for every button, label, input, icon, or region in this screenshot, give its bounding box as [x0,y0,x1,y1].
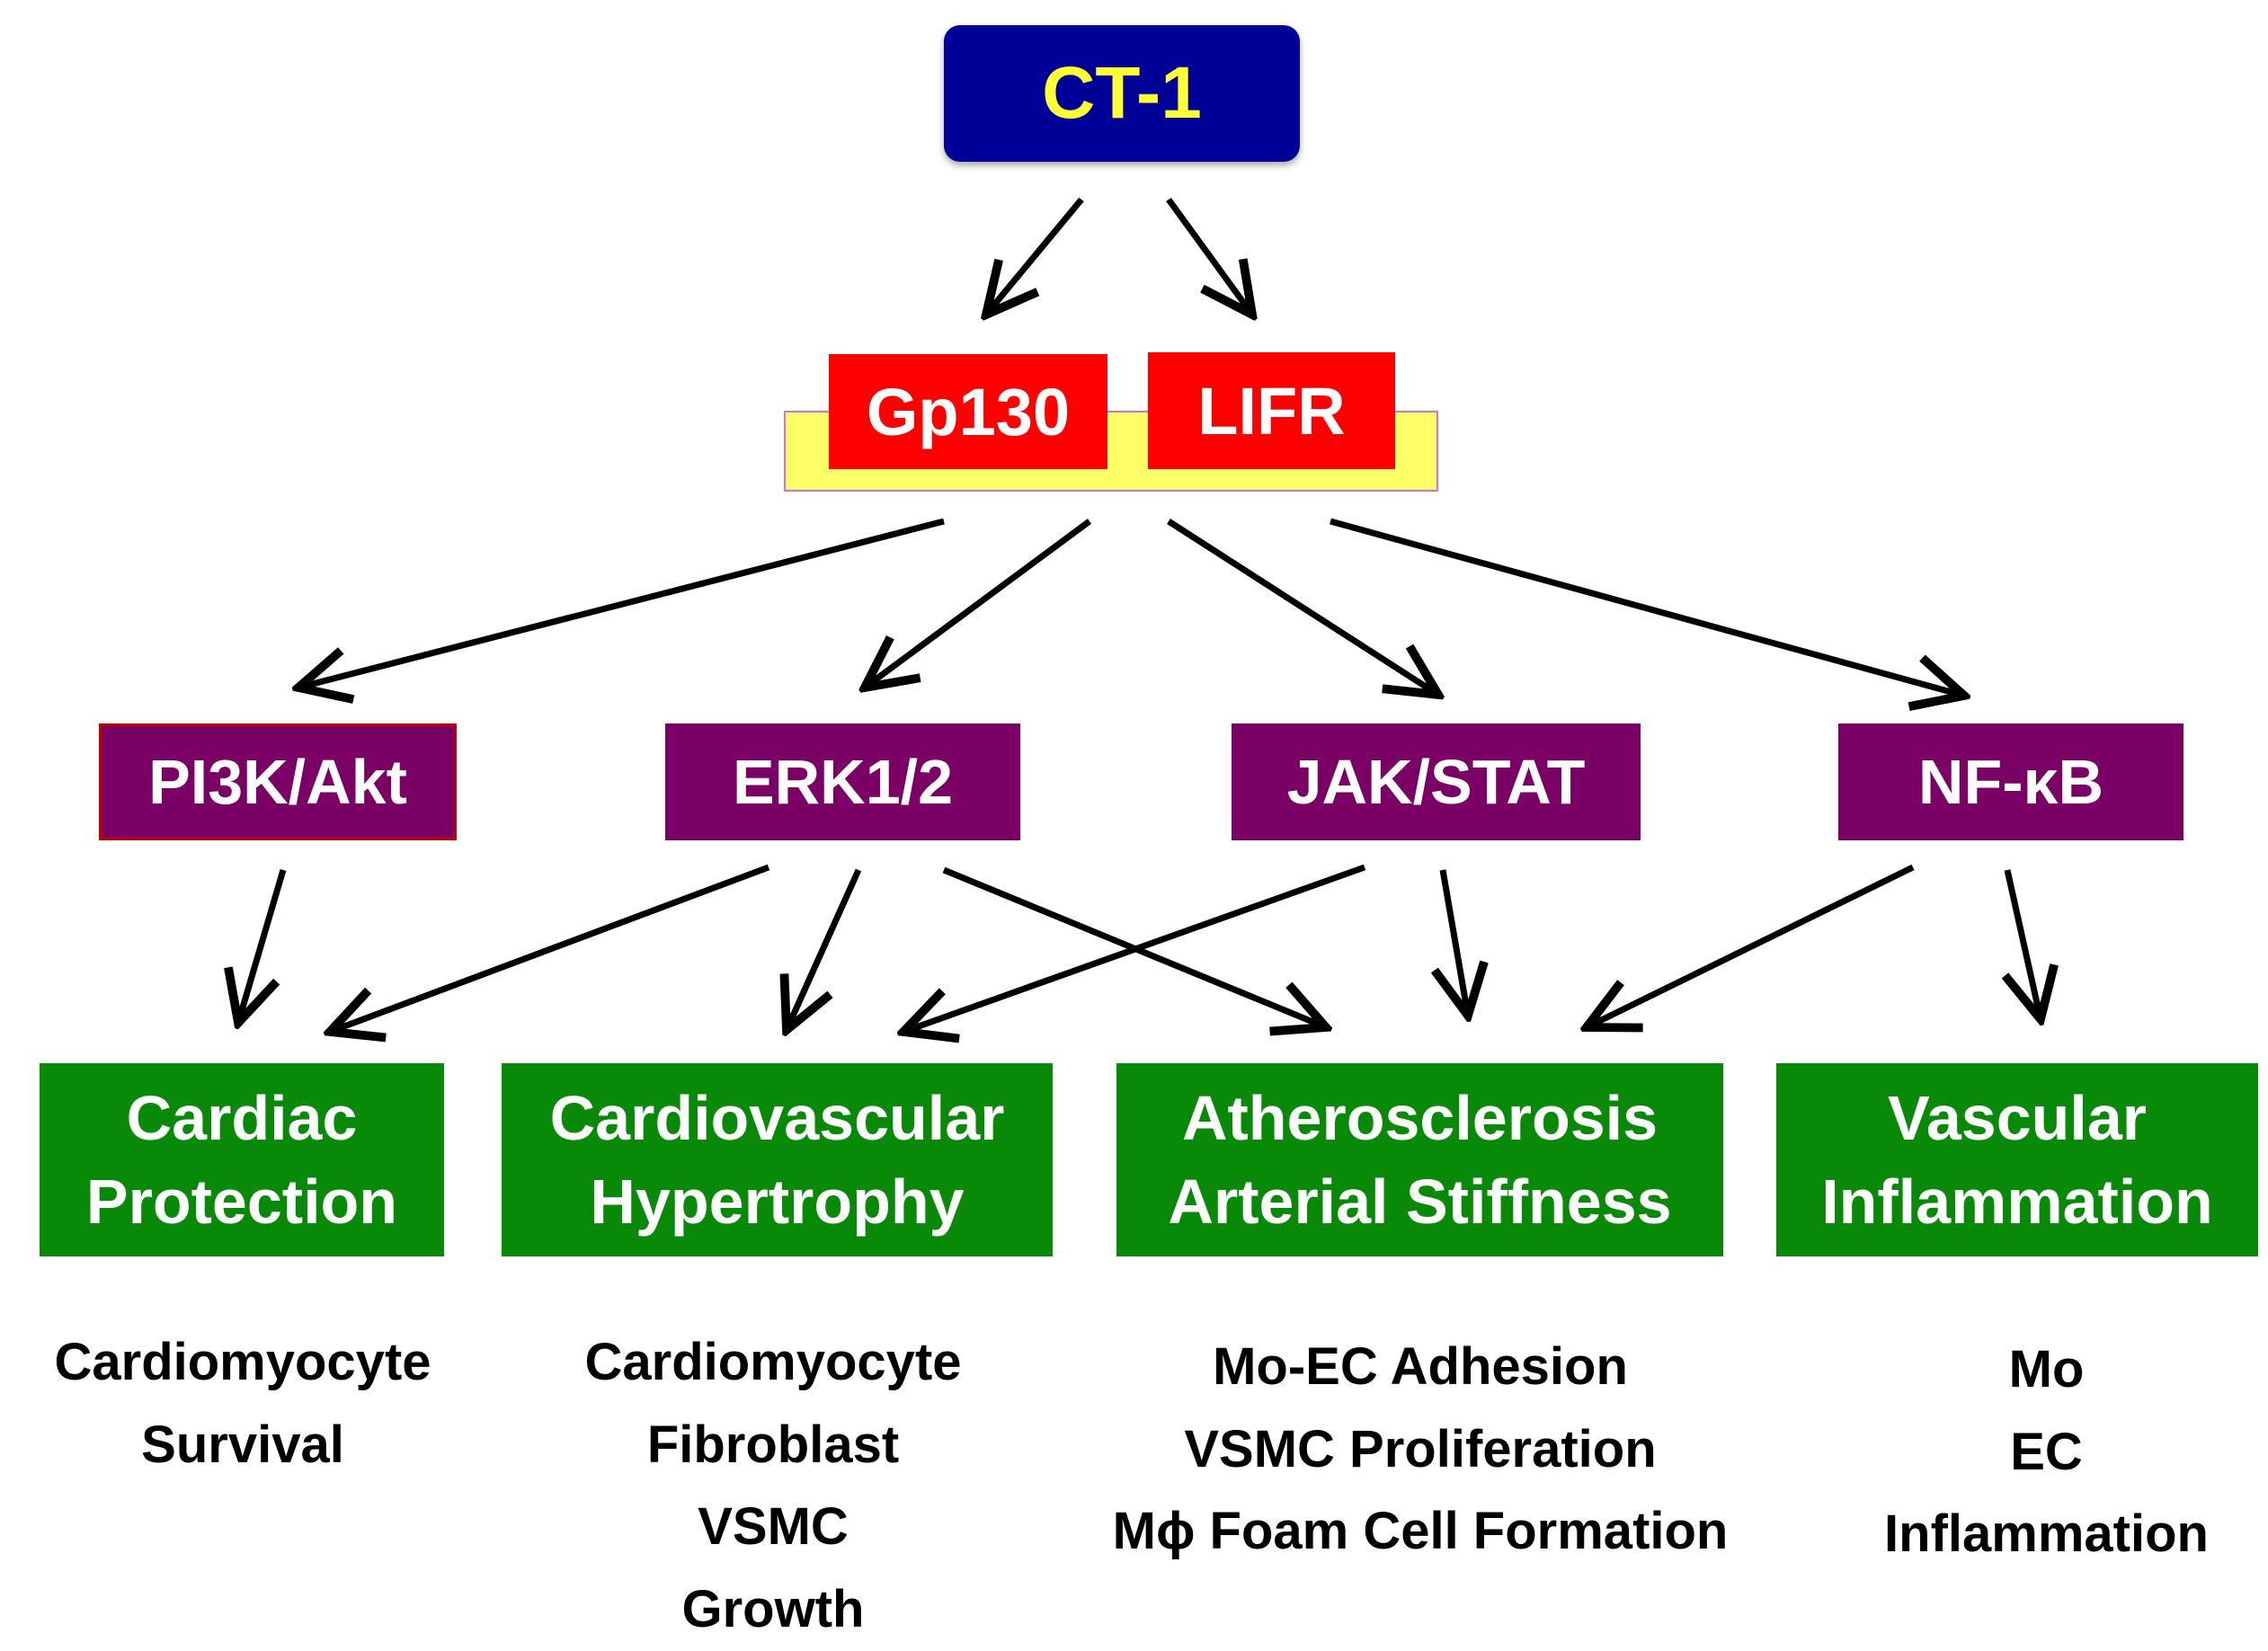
note-line: Mϕ Foam Cell Formation [1112,1502,1729,1561]
note-line: Fibroblast [646,1415,900,1474]
pathway-label: JAK/STAT [1286,747,1586,817]
note-line: Mo [2008,1340,2085,1398]
outcome-line: Hypertrophy [590,1166,965,1237]
arrow-erk-to-cardiac-protection [330,864,770,1032]
arrow-jak-to-hypertrophy [903,864,1366,1032]
pathway-label: ERK1/2 [732,747,954,817]
outcome-line: Atherosclerosis [1181,1083,1659,1154]
note-atherosclerosis: Mo-EC Adhesion VSMC Proliferation Mϕ Foa… [1025,1326,1816,1573]
note-line: Survival [141,1415,344,1474]
arrow-nfkb-to-atherosclerosis [1587,864,1915,1027]
outcome-cardiovascular-hypertrophy: Cardiovascular Hypertrophy [502,1063,1053,1256]
arrow-ct1-to-lifr [1166,197,1252,315]
outcome-line: Inflammation [1821,1166,2213,1237]
outcome-line: Cardiac [126,1083,358,1154]
outcome-line: Arterial Stiffness [1168,1166,1672,1237]
ct1-node: CT-1 [944,25,1300,162]
note-line: VSMC [698,1497,849,1557]
outcome-cardiac-protection: Cardiac Protection [40,1063,444,1256]
pathway-label: PI3K/Akt [148,747,407,817]
gp130-label: Gp130 [866,374,1071,449]
pathway-jak-stat: JAK/STAT [1232,723,1641,840]
pathway-nf-kb: NF-κB [1838,723,2184,840]
note-line: Inflammation [1884,1505,2209,1564]
arrow-receptor-to-erk [865,519,1092,688]
pathway-pi3k-akt: PI3K/Akt [99,723,457,840]
pathway-erk: ERK1/2 [665,723,1020,840]
note-line: Growth [681,1579,865,1638]
arrow-ct1-to-gp130 [986,197,1084,315]
lifr-label: LIFR [1197,373,1346,448]
outcome-line: Vascular [1888,1083,2147,1154]
note-line: VSMC Proliferation [1184,1419,1657,1478]
outcome-line: Protection [85,1166,398,1237]
note-hypertrophy: Cardiomyocyte Fibroblast VSMC Growth [521,1321,1025,1651]
note-line: EC [2010,1422,2083,1481]
ct1-label: CT-1 [1042,52,1202,134]
pathway-label: NF-κB [1917,747,2104,817]
outcome-vascular-inflammation: Vascular Inflammation [1776,1063,2258,1256]
arrow-nfkb-to-inflammation [2007,869,2041,1019]
note-line: Mo-EC Adhesion [1213,1337,1628,1396]
note-line: Cardiomyocyte [584,1333,962,1391]
arrow-receptor-to-nfkb [1330,518,1964,696]
gp130-receptor: Gp130 [829,354,1107,469]
arrow-receptor-to-jak [1167,519,1438,695]
outcome-atherosclerosis: Atherosclerosis Arterial Stiffness [1116,1063,1723,1256]
note-protection: Cardiomyocyte Survival [0,1321,485,1486]
arrow-erk-to-hypertrophy [787,868,862,1030]
arrow-pi3k-to-cardiac-protection [238,869,287,1023]
arrow-jak-to-atherosclerosis [1443,869,1468,1016]
arrow-receptor-to-pi3k [298,518,945,688]
note-inflammation: Mo EC Inflammation [1825,1328,2268,1576]
note-line: Cardiomyocyte [54,1333,431,1391]
outcome-line: Cardiovascular [549,1083,1005,1154]
lifr-receptor: LIFR [1148,352,1395,469]
